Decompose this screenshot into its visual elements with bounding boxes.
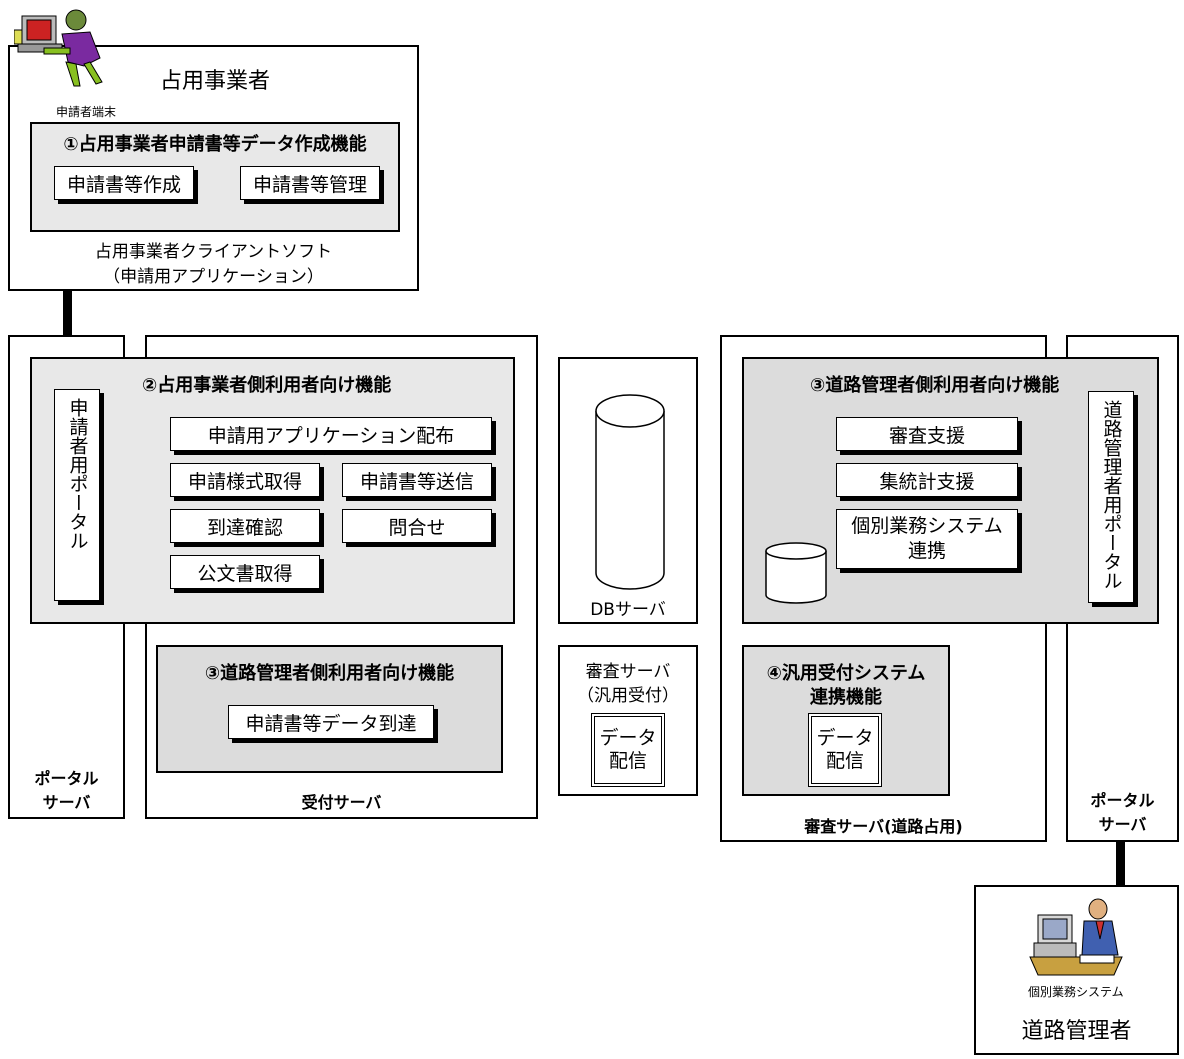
db-server: DBサーバ <box>558 357 698 624</box>
func4-title-1: ④汎用受付システム <box>766 663 926 684</box>
applicant-title: 占用事業者 <box>160 69 271 94</box>
system-link-line1: 個別業務システム <box>851 515 1003 538</box>
right-portal-label-2: サーバ <box>1098 815 1147 834</box>
statistics-support-button[interactable]: 集統計支援 <box>836 463 1018 497</box>
manage-application-button[interactable]: 申請書等管理 <box>240 166 380 200</box>
terminal-label: 申請者端末 <box>56 105 117 119</box>
general-delivery-line2: 配信 <box>608 750 647 772</box>
road-admin-box: 個別業務システム 道路管理者 <box>974 885 1179 1055</box>
func4-panel: ④汎用受付システム 連携機能 データ 配信 <box>742 645 950 796</box>
left-portal-label-2: サーバ <box>42 793 91 812</box>
left-portal-label-1: ポータル <box>34 769 99 788</box>
applicant-portal-label[interactable]: 申請者用ポータル <box>54 389 100 601</box>
exam-general-label-1: 審査サーバ <box>585 662 671 682</box>
func4-title-2: 連携機能 <box>810 687 882 708</box>
arrival-confirm-button[interactable]: 到達確認 <box>170 509 320 543</box>
func2-title: ②占用事業者側利用者向け機能 <box>142 375 392 396</box>
reception-server-label: 受付サーバ <box>301 793 382 812</box>
general-data-delivery[interactable]: データ 配信 <box>591 713 665 787</box>
applicant-portal-connector <box>63 290 72 337</box>
exam-road-label: 審査サーバ(道路占用) <box>804 817 963 836</box>
func1-panel: ①占用事業者申請書等データ作成機能 申請書等作成 申請書等管理 <box>30 122 400 232</box>
road-delivery-line2: 配信 <box>825 750 864 772</box>
local-database-icon <box>765 542 827 604</box>
admin-terminal-icon <box>1029 898 1123 976</box>
general-delivery-line1: データ <box>599 727 657 750</box>
db-server-label: DBサーバ <box>590 600 666 620</box>
applicant-terminal-icon <box>14 9 103 87</box>
func1-title: ①占用事業者申請書等データ作成機能 <box>63 134 367 155</box>
road-data-delivery[interactable]: データ 配信 <box>808 713 882 787</box>
system-link-button[interactable]: 個別業務システム 連携 <box>836 509 1018 569</box>
right-portal-label-1: ポータル <box>1090 791 1155 810</box>
admin-portal-label[interactable]: 道路管理者用ポータル <box>1088 391 1134 603</box>
exam-server-general: 審査サーバ （汎用受付） データ 配信 <box>558 645 698 796</box>
client-software-label-1: 占用事業者クライアントソフト <box>94 242 333 262</box>
road-delivery-line1: データ <box>816 727 874 750</box>
road-admin-title: 道路管理者 <box>1021 1019 1132 1044</box>
inquiry-button[interactable]: 問合せ <box>342 509 492 543</box>
distribute-app-button[interactable]: 申請用アプリケーション配布 <box>170 417 492 451</box>
data-arrival-button[interactable]: 申請書等データ到達 <box>228 705 434 739</box>
exam-general-label-2: （汎用受付） <box>577 686 679 706</box>
send-application-button[interactable]: 申請書等送信 <box>342 463 492 497</box>
road-func3-title: ③道路管理者側利用者向け機能 <box>810 375 1060 396</box>
individual-system-label: 個別業務システム <box>1028 985 1124 999</box>
create-application-button[interactable]: 申請書等作成 <box>54 166 194 200</box>
client-software-label-2: （申請用アプリケーション） <box>103 267 324 287</box>
func2-panel: ②占用事業者側利用者向け機能 申請者用ポータル 申請用アプリケーション配布 申請… <box>30 357 515 624</box>
system-link-line2: 連携 <box>907 540 946 562</box>
road-func3-panel: ③道路管理者側利用者向け機能 審査支援 集統計支援 個別業務システム 連携 道路… <box>742 357 1159 624</box>
reception-func3-title: ③道路管理者側利用者向け機能 <box>204 663 455 684</box>
applicant-box: 占用事業者 申請者端末 ①占用事業者申請書等データ作成機能 申請書等作成 申請書… <box>8 45 419 291</box>
portal-admin-connector <box>1116 830 1125 887</box>
review-support-button[interactable]: 審査支援 <box>836 417 1018 451</box>
get-form-button[interactable]: 申請様式取得 <box>170 463 320 497</box>
get-official-document-button[interactable]: 公文書取得 <box>170 555 320 589</box>
reception-func3-panel: ③道路管理者側利用者向け機能 申請書等データ到達 <box>156 645 503 773</box>
database-cylinder-icon <box>595 394 665 590</box>
